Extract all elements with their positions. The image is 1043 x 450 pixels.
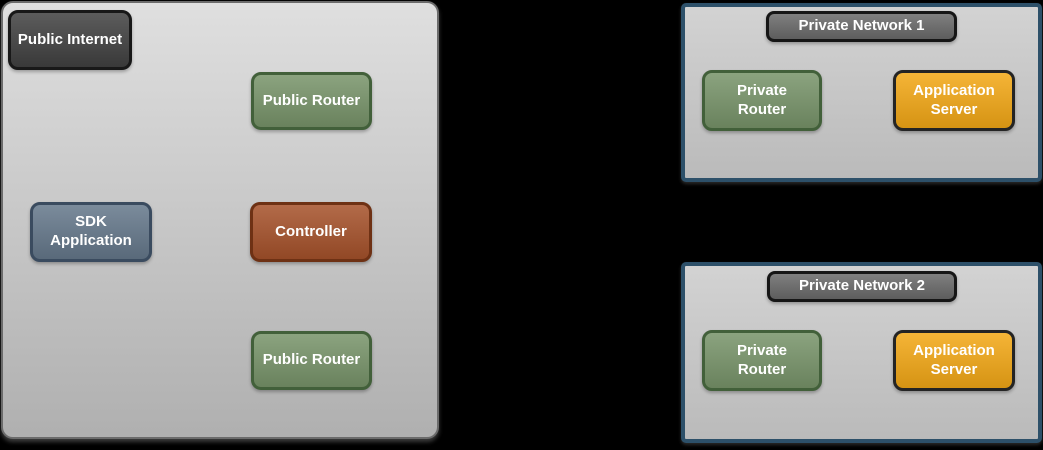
node-private-router-1: Private Router (702, 70, 822, 131)
node-public-internet: Public Internet (8, 10, 132, 70)
node-controller: Controller (250, 202, 372, 262)
node-application-server-1: Application Server (893, 70, 1015, 131)
private-network-1-title: Private Network 1 (766, 11, 957, 42)
node-public-router-bottom: Public Router (251, 331, 372, 390)
node-sdk-application: SDK Application (30, 202, 152, 262)
private-network-2-title: Private Network 2 (767, 271, 957, 302)
node-application-server-2: Application Server (893, 330, 1015, 391)
node-public-router-top: Public Router (251, 72, 372, 130)
node-private-router-2: Private Router (702, 330, 822, 391)
